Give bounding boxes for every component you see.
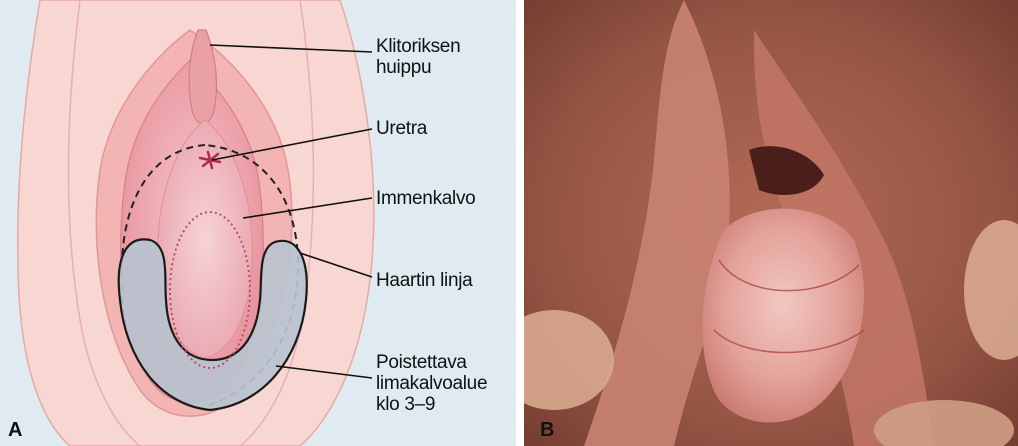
clinical-photo <box>524 0 1018 446</box>
label-removed-area: Poistettava limakalvoalue klo 3–9 <box>376 352 506 415</box>
label-hymen: Immenkalvo <box>376 188 475 209</box>
label-clitoris-tip: Klitoriksen huippu <box>376 36 506 78</box>
label-hart-line: Haartin linja <box>376 270 472 291</box>
panel-label-a: A <box>8 419 22 442</box>
panel-label-b: B <box>540 419 554 442</box>
clinical-photo-panel <box>524 0 1018 446</box>
label-urethra: Uretra <box>376 118 427 139</box>
illustration-panel: Klitoriksen huippu Uretra Immenkalvo Haa… <box>0 0 516 446</box>
